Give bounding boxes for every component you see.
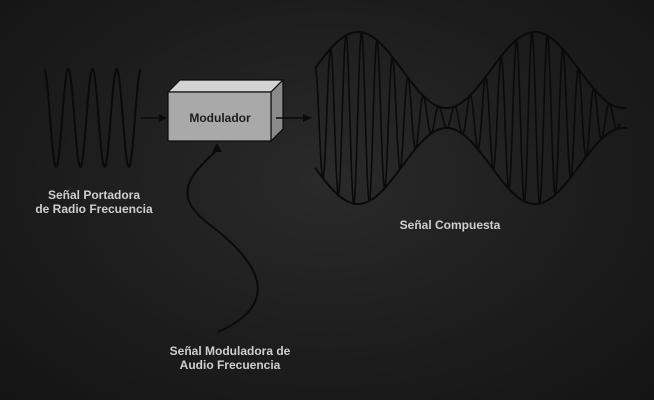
arrowhead-carrier xyxy=(159,114,167,122)
modulating-signal-label: Señal Moduladora de Audio Frecuencia xyxy=(150,344,310,372)
carrier-wave xyxy=(43,67,142,169)
carrier-signal-label: Señal Portadora de Radio Frecuencia xyxy=(24,188,164,216)
composite-signal-label: Señal Compuesta xyxy=(399,218,501,232)
modulator-box xyxy=(166,78,285,143)
composite-modulated-carrier xyxy=(314,30,621,206)
modulator-box-top xyxy=(166,79,285,93)
modulating-audio-signal xyxy=(186,149,259,333)
modulator-box-front xyxy=(167,91,272,142)
modulating-label-line2: Audio Frecuencia xyxy=(179,358,281,372)
modulating-label-line1: Señal Moduladora de xyxy=(169,344,291,358)
arrowhead-composite xyxy=(303,114,312,122)
carrier-label-line2: de Radio Frecuencia xyxy=(35,202,153,216)
modulator-label: Modulador xyxy=(189,111,251,125)
composite-signal xyxy=(314,30,628,206)
composite-envelope-upper xyxy=(314,30,628,109)
arrowhead-audio xyxy=(212,143,222,152)
composite-envelope-lower xyxy=(314,127,628,206)
carrier-label-line1: Señal Portadora xyxy=(47,188,141,202)
